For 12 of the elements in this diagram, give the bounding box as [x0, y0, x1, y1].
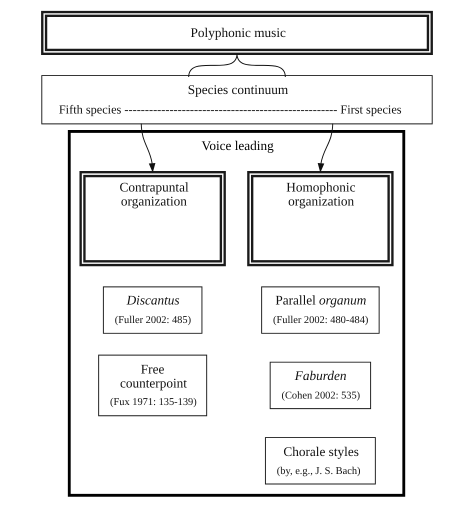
- node-box: Faburden (Cohen 2002: 535): [270, 362, 372, 410]
- node-box: Polyphonic music: [41, 10, 433, 55]
- node-box: Species continuum Fifth species ---------------------------------------------------- First species: [41, 75, 433, 124]
- node-box: Homophonic organization: [247, 171, 394, 266]
- node-box: Free counterpoint (Fux 1971: 135-139): [98, 354, 208, 416]
- connector: [236, 53, 286, 78]
- node-box: Discantus (Fuller 2002: 485): [102, 286, 202, 334]
- arrow: [318, 122, 334, 173]
- node-box: Contrapuntal organization: [79, 171, 226, 266]
- arrow: [140, 122, 156, 173]
- node-box: Chorale styles (by, e.g., J. S. Bach): [264, 437, 376, 484]
- node-box: Parallel organum (Fuller 2002: 480-484): [261, 286, 380, 334]
